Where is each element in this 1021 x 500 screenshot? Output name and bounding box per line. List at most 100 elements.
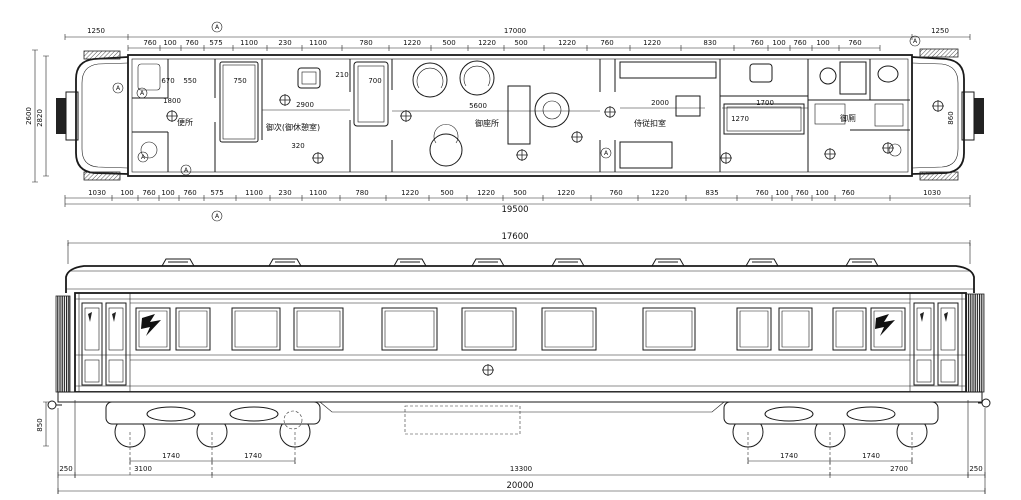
- plan-bottom-dim: 1100: [245, 189, 263, 197]
- window-glass-mark: [875, 314, 895, 336]
- roof-ventilator: [393, 258, 427, 267]
- plan-bottom-dim: 230: [278, 189, 291, 197]
- plan-view: [56, 48, 984, 181]
- service-bowl: [877, 65, 899, 83]
- roof-ventilator: [651, 258, 685, 267]
- bed: [219, 61, 259, 143]
- saloon-chair: [412, 62, 448, 98]
- lamp-symbol: [278, 93, 292, 107]
- plan-left-end: [75, 56, 129, 175]
- interior-dim: 1800: [163, 97, 181, 105]
- body-window: [175, 307, 211, 351]
- section-marker-circle: [909, 35, 921, 47]
- plan-left-end-inner: [81, 62, 129, 169]
- service-tank: [874, 103, 904, 127]
- plan-overall-dim: 1250: [87, 27, 105, 35]
- roof-ventilator: [161, 258, 195, 267]
- left-coupler: [47, 400, 57, 410]
- elevation-overall-length-line: [57, 488, 986, 494]
- window-glass-mark: [141, 314, 161, 336]
- saloon-chair: [459, 60, 495, 96]
- plan-left-step-top: [83, 50, 121, 60]
- elevation-bottom-dim: 250: [969, 465, 982, 473]
- elevation-bottom-dim: 2700: [890, 465, 908, 473]
- service-basin: [819, 67, 837, 85]
- toilet-fixture: [140, 141, 158, 159]
- section-marker-circle: [136, 87, 148, 99]
- body-window: [642, 307, 696, 351]
- bogie-spring: [283, 410, 303, 430]
- plan-top-dim: 1220: [558, 39, 576, 47]
- wash-basin: [137, 63, 161, 91]
- section-marker-circle: [211, 210, 223, 222]
- elevation-body-length-line: [67, 240, 971, 246]
- plan-top-dim-line: [127, 45, 881, 51]
- saloon-chair-back: [433, 124, 459, 144]
- section-marker-circle: [600, 147, 612, 159]
- axle-spacing-dim: 1740: [780, 452, 798, 460]
- bogie-frame-opening: [229, 406, 279, 422]
- bench: [619, 141, 673, 169]
- sofa: [353, 61, 389, 127]
- saloon-table: [507, 85, 531, 145]
- plan-bottom-dim: 500: [513, 189, 526, 197]
- plan-right-end-inner: [911, 62, 959, 169]
- plan-bottom-dim: 500: [440, 189, 453, 197]
- plan-top-dim: 1100: [240, 39, 258, 47]
- plan-top-dim: 100: [816, 39, 829, 47]
- plan-bottom-dim: 760: [609, 189, 622, 197]
- lamp-symbol: [311, 151, 325, 165]
- body-window: [778, 307, 813, 351]
- plan-left-step-bottom: [83, 171, 121, 181]
- plan-overall-dim: 17000: [504, 27, 526, 35]
- saloon-chair-back: [416, 67, 444, 89]
- body-window: [541, 307, 597, 351]
- left-door-window: [84, 307, 100, 351]
- plan-bottom-dim: 1030: [88, 189, 106, 197]
- plan-right-step-top: [919, 48, 959, 58]
- plan-bottom-dim: 100: [815, 189, 828, 197]
- section-marker-letter: A: [140, 90, 145, 97]
- plan-bottom-dim: 1220: [557, 189, 575, 197]
- right-door-panel: [916, 359, 932, 383]
- interior-dim: 210: [335, 71, 348, 79]
- elevation-bottom-dim: 13300: [510, 465, 532, 473]
- lamp-symbol: [881, 141, 895, 155]
- left-door: [81, 302, 103, 386]
- plan-bottom-dim: 100: [161, 189, 174, 197]
- plan-top-dim: 760: [750, 39, 763, 47]
- plan-height-dim: 2820: [36, 109, 44, 127]
- plan-top-dim: 1220: [478, 39, 496, 47]
- plan-overall-length: 19500: [501, 205, 528, 215]
- bench: [619, 61, 717, 79]
- armchair-seat: [301, 71, 317, 85]
- body-window: [135, 307, 171, 351]
- plan-bottom-dim: 760: [142, 189, 155, 197]
- axle-spacing-line: [129, 458, 913, 464]
- right-door: [937, 302, 959, 386]
- axle-spacing-dim: 1740: [244, 452, 262, 460]
- plan-top-dim: 1220: [403, 39, 421, 47]
- bogie-frame-opening: [764, 406, 814, 422]
- plan-bottom-dim: 760: [795, 189, 808, 197]
- lamp-symbol: [399, 109, 413, 123]
- plan-bottom-dim: 1030: [923, 189, 941, 197]
- section-marker-circle: [137, 151, 149, 163]
- roof-ventilator: [471, 258, 505, 267]
- bogie-frame-opening: [146, 406, 196, 422]
- end-extension-lines: [57, 243, 986, 494]
- plan-left-gangway-frame: [65, 91, 79, 141]
- roof-ventilator: [845, 258, 879, 267]
- right-door: [913, 302, 935, 386]
- couch-cushion: [726, 106, 802, 132]
- plan-body-inner-wall: [131, 58, 909, 173]
- armchair: [297, 67, 321, 89]
- couch: [723, 103, 805, 135]
- right-diaphragm: [965, 293, 985, 393]
- underframe-truss: [319, 401, 725, 413]
- body-belt-lines: [75, 293, 966, 392]
- service-cabinet: [839, 61, 867, 95]
- section-marker-letter: A: [141, 154, 146, 161]
- section-marker-circle: [180, 164, 192, 176]
